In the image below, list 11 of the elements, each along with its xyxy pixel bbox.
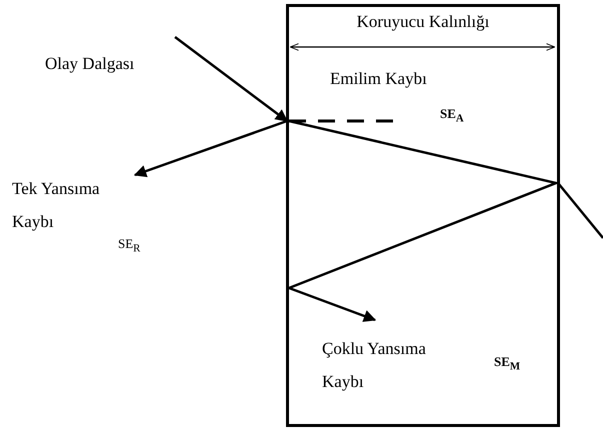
loss-label: Çoklu Yansıma Kaybı <box>322 338 427 393</box>
shield-thickness-label: Koruyucu Kalınlığı <box>356 11 490 33</box>
symbol-label: SE$_{R}$ <box>118 235 140 257</box>
loss-label: Emilim Kaybı <box>330 68 427 90</box>
reflected-wave-arrow <box>134 120 288 178</box>
wave-label: Olay Dalgası <box>45 47 175 80</box>
shield-box <box>286 4 560 427</box>
incident-wave-arrow <box>174 36 288 122</box>
symbol-label: SE$_{M}$ <box>494 353 520 375</box>
loss-label: Tek Yansıma Kaybı <box>12 172 137 238</box>
symbol-label: SE$_{A}$ <box>440 105 464 127</box>
